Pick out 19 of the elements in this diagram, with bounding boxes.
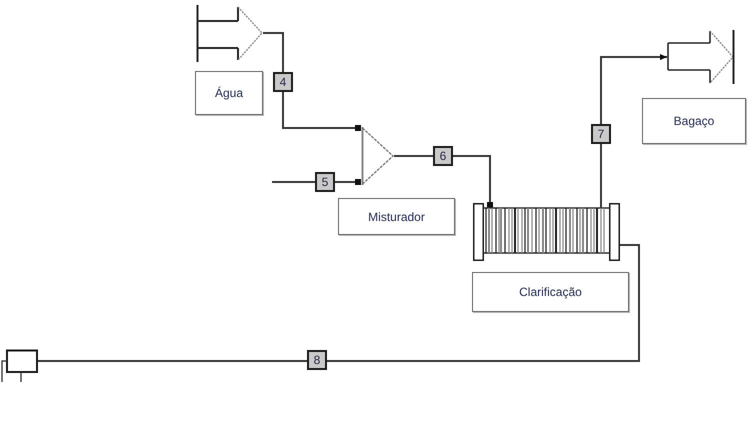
stream-line [600,54,667,208]
unit-label: Clarificação [472,272,629,312]
stream-number: 7 [591,124,611,144]
stream-number: 5 [315,172,335,192]
stream-line [394,155,493,208]
unit-label: Bagaço [642,98,746,144]
unit-label: Água [195,71,263,115]
stream-number: 8 [307,350,327,370]
stream-number: 4 [273,72,293,92]
mixer-symbol [361,126,394,186]
stream-number: 6 [433,146,453,166]
stream-arrow-symbol [196,5,263,62]
stream-line [272,179,361,185]
unit-label: Misturador [338,198,455,235]
unit-symbol [0,349,38,382]
stream-line [263,32,361,131]
stream-arrow-symbol [667,30,735,84]
filter-symbol [473,203,620,261]
stream-line [38,244,640,362]
